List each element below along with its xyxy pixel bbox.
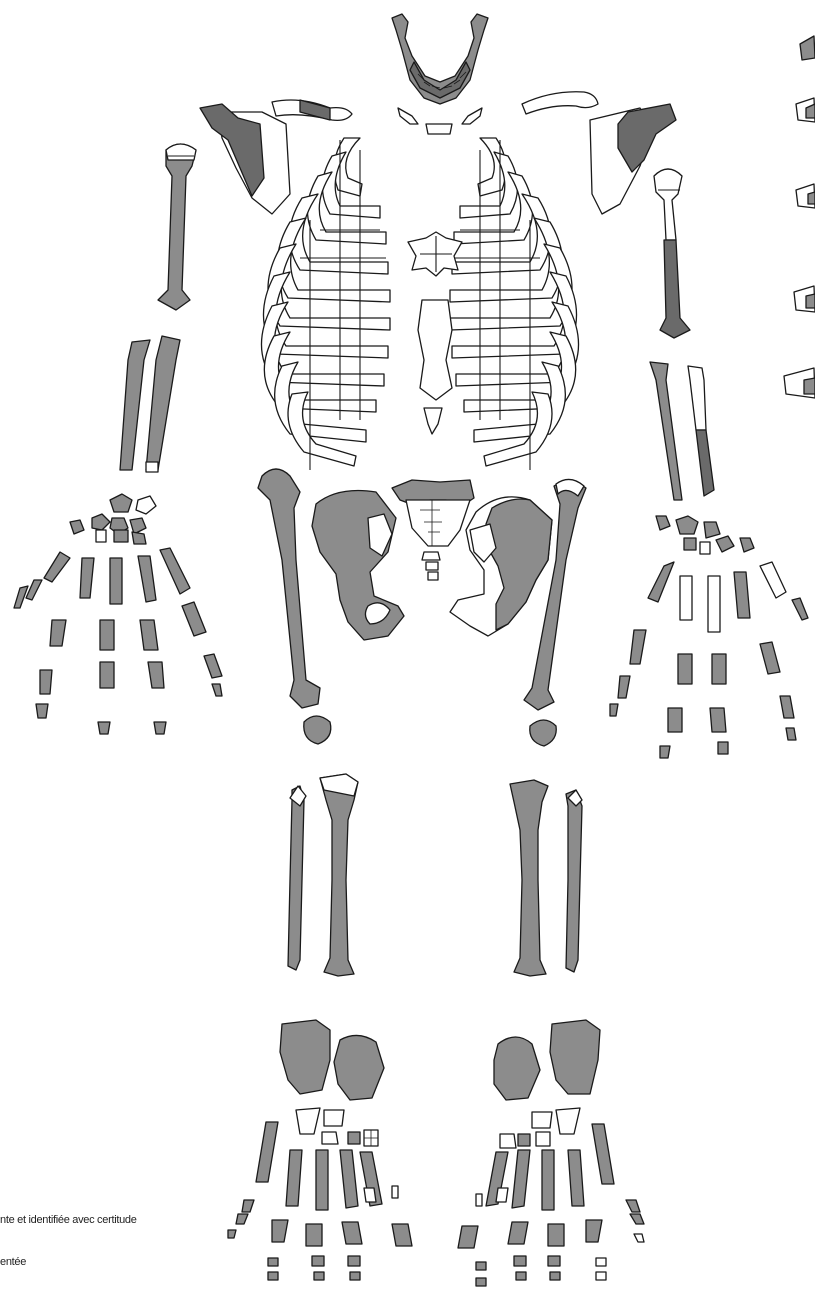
foot-right	[228, 1020, 412, 1280]
foot-left	[458, 1020, 644, 1286]
patella-right	[304, 716, 331, 744]
clavicle-right	[272, 100, 352, 120]
legend-present: entée	[0, 1256, 26, 1268]
leg-left	[510, 780, 582, 976]
humerus-right	[158, 144, 196, 310]
sacrum	[392, 480, 474, 580]
forearm-right	[120, 336, 180, 472]
femur-right	[258, 469, 320, 708]
clavicle-left	[522, 92, 598, 114]
ribs-left	[450, 138, 579, 470]
mandible	[392, 14, 488, 104]
hand-left	[610, 516, 808, 758]
leg-right	[288, 774, 358, 976]
hip-bone-right	[312, 491, 404, 641]
forearm-left	[650, 362, 714, 500]
hyoid-fragments	[398, 108, 482, 134]
humerus-left	[654, 169, 690, 338]
hand-right	[14, 494, 222, 734]
legend-present-certain: nte et identifiée avec certitude	[0, 1214, 137, 1226]
patella-left	[530, 720, 556, 746]
scapula-right	[200, 104, 290, 214]
sternum	[408, 232, 462, 434]
vertebrae-column	[784, 36, 815, 398]
hip-bone-left	[450, 497, 552, 636]
